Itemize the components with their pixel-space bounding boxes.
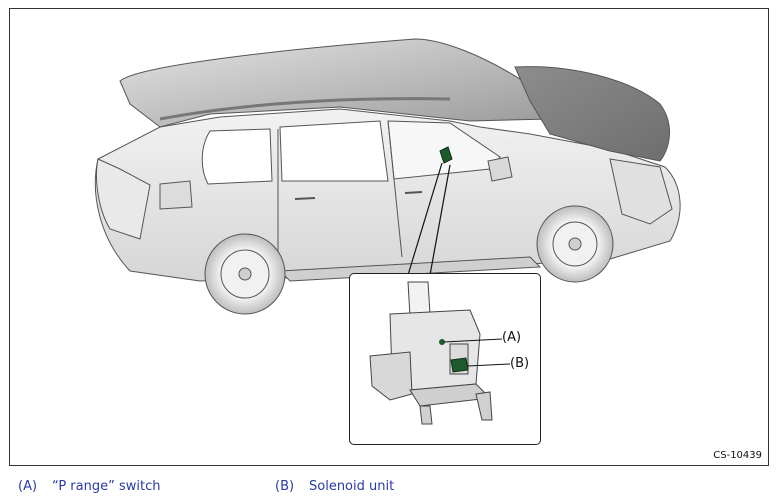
legend-text-a: “P range” switch (52, 479, 161, 494)
callout-line-b (467, 363, 511, 367)
legend-letter-a: (A) (18, 479, 38, 494)
legend-letter-b: (B) (275, 479, 295, 494)
p-range-switch-highlight (439, 339, 445, 345)
callout-a: (A) (502, 330, 522, 345)
leader-line-left (407, 162, 443, 276)
callout-b: (B) (510, 356, 530, 371)
rear-wheel (204, 233, 286, 315)
detail-inset (349, 273, 541, 445)
shifter-assembly-illustration (369, 281, 511, 425)
callout-line-a (443, 338, 503, 343)
legend-text-b: Solenoid unit (309, 479, 395, 494)
legend: (A) “P range” switch (B) Solenoid unit (0, 476, 780, 498)
legend-item-a: (A) “P range” switch (18, 479, 160, 494)
vehicle-illustration (94, 38, 681, 315)
solenoid-unit-highlight (450, 357, 469, 373)
figure-frame: CS-10439 (9, 8, 769, 466)
front-wheel (536, 205, 614, 283)
figure-id-label: CS-10439 (713, 450, 762, 461)
shifter-highlight (439, 146, 453, 164)
leader-line-right (429, 164, 451, 276)
legend-item-b: (B) Solenoid unit (275, 479, 394, 494)
